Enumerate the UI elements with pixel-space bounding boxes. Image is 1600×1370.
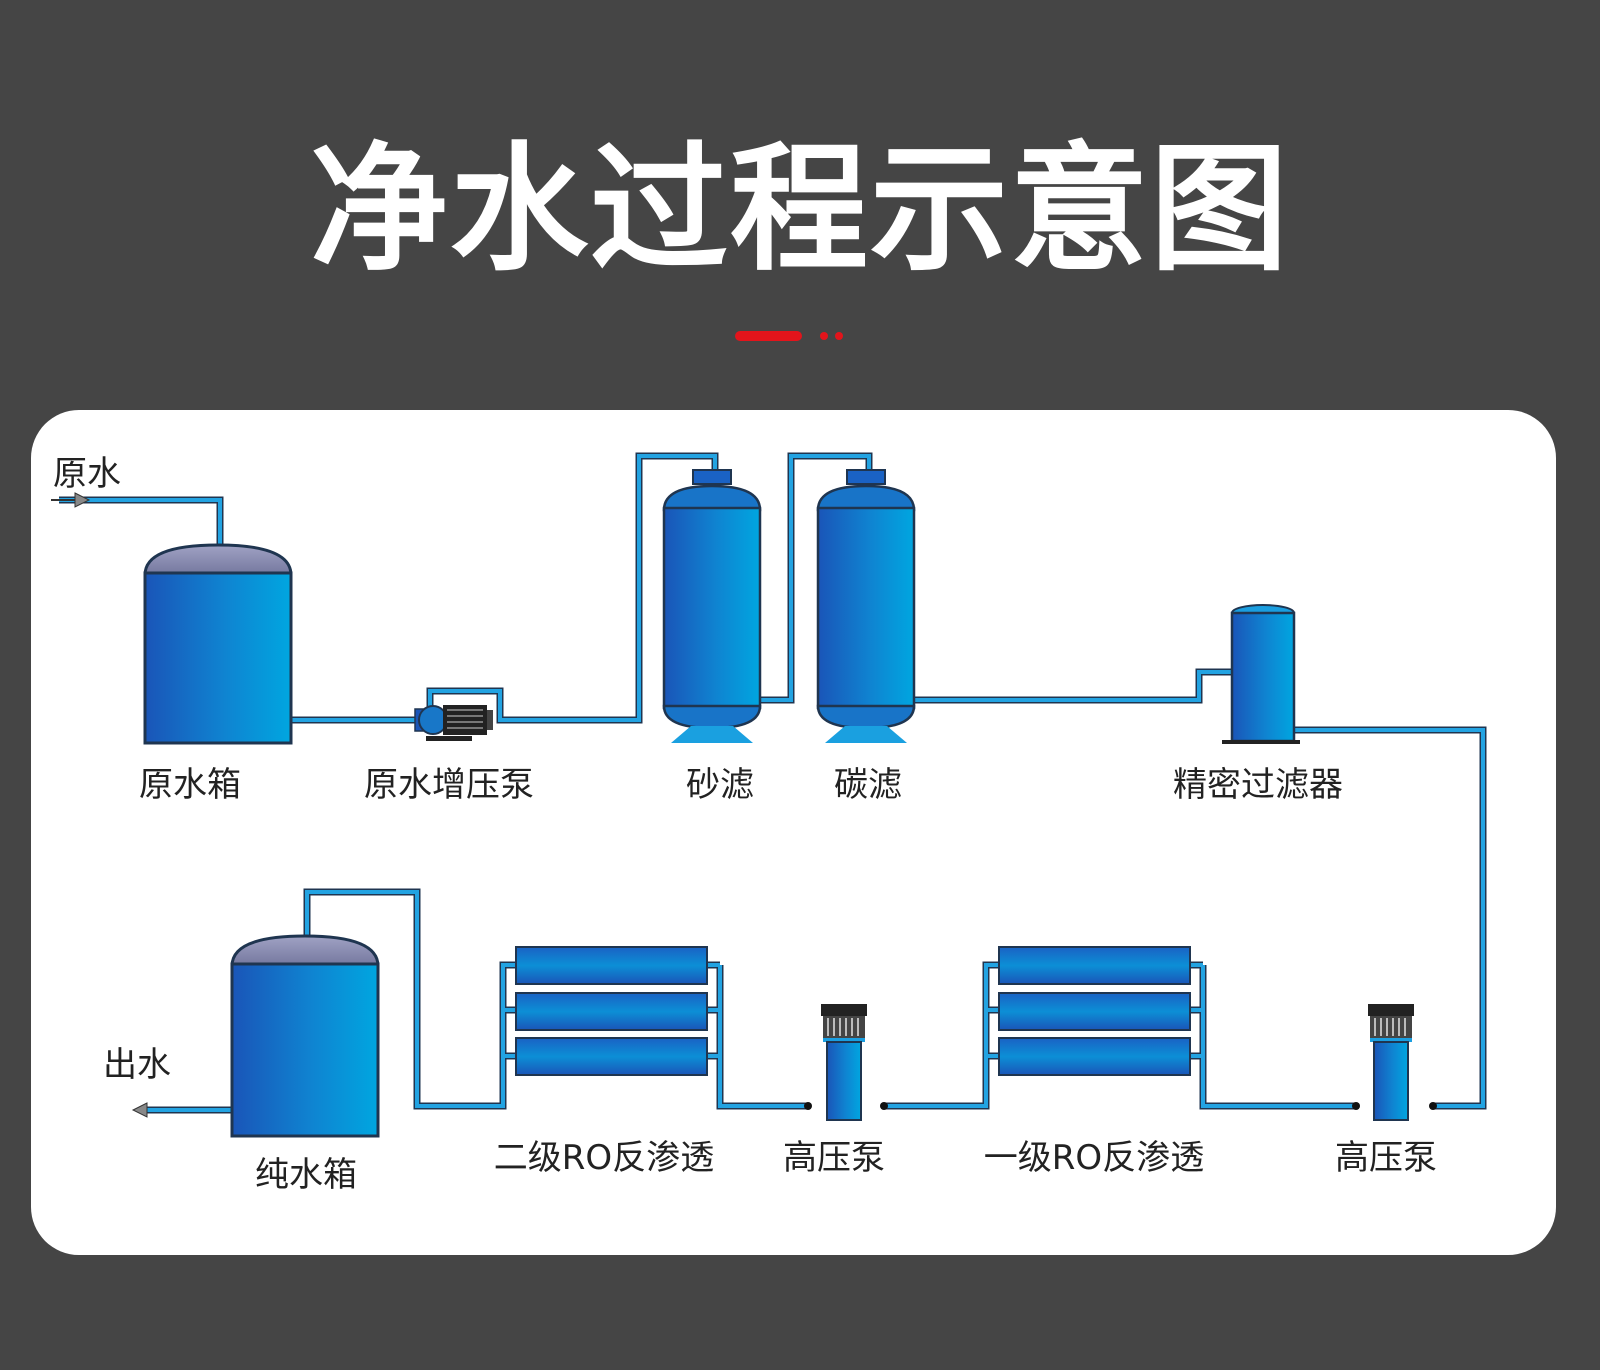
water-outlet-label: 出水 [103,1045,171,1085]
precision-filter-label: 精密过滤器 [1173,765,1343,805]
outlet-arrow-icon [131,1102,148,1118]
high-pressure-pump-1-label: 高压泵 [1335,1138,1437,1178]
page-title: 净水过程示意图 [309,129,1290,290]
pipe-pump2-to-ro2 [716,965,808,1110]
pure-water-tank [230,934,380,1138]
title-underline-decoration [735,331,845,341]
booster-pump-label: 原水增压泵 [364,765,534,805]
booster-pump [414,705,493,741]
underline-bar [735,331,802,341]
high-pressure-pump-2-label: 高压泵 [783,1138,885,1178]
pipe-carbon-to-precision [914,668,1233,704]
process-flow-diagram [51,452,1487,1138]
ro-stage1-label: 一级RO反渗透 [983,1138,1205,1178]
ro-stage1-membranes [998,946,1191,1076]
high-pressure-pump-2 [804,1004,888,1121]
pipe-ro1-left [884,961,999,1110]
raw-water-tank-label: 原水箱 [139,765,241,805]
raw-water-tank [143,543,293,745]
carbon-filter-vessel [816,469,916,743]
underline-dot [820,332,828,340]
inlet-arrow-icon [51,492,91,508]
raw-water-inlet-label: 原水 [53,454,121,494]
underline-dot [835,332,843,340]
pipe-raw-inlet [59,496,224,545]
precision-filter-vessel [1222,604,1300,744]
sand-filter-label: 砂滤 [686,765,754,805]
ro-stage2-label: 二级RO反渗透 [493,1138,715,1178]
pipes-inner [59,454,1485,1112]
pure-water-tank-label: 纯水箱 [255,1155,357,1195]
carbon-filter-label: 碳滤 [834,765,902,805]
pipe-pump1-to-ro1 [1199,965,1356,1110]
sand-filter-vessel [662,469,762,743]
diagram-card: 原水 原水箱 原水增压泵 砂滤 碳滤 精密过滤器 出水 纯水箱 二级RO反渗透 … [31,410,1556,1255]
high-pressure-pump-1 [1352,1004,1437,1121]
ro-stage2-membranes [515,946,708,1076]
